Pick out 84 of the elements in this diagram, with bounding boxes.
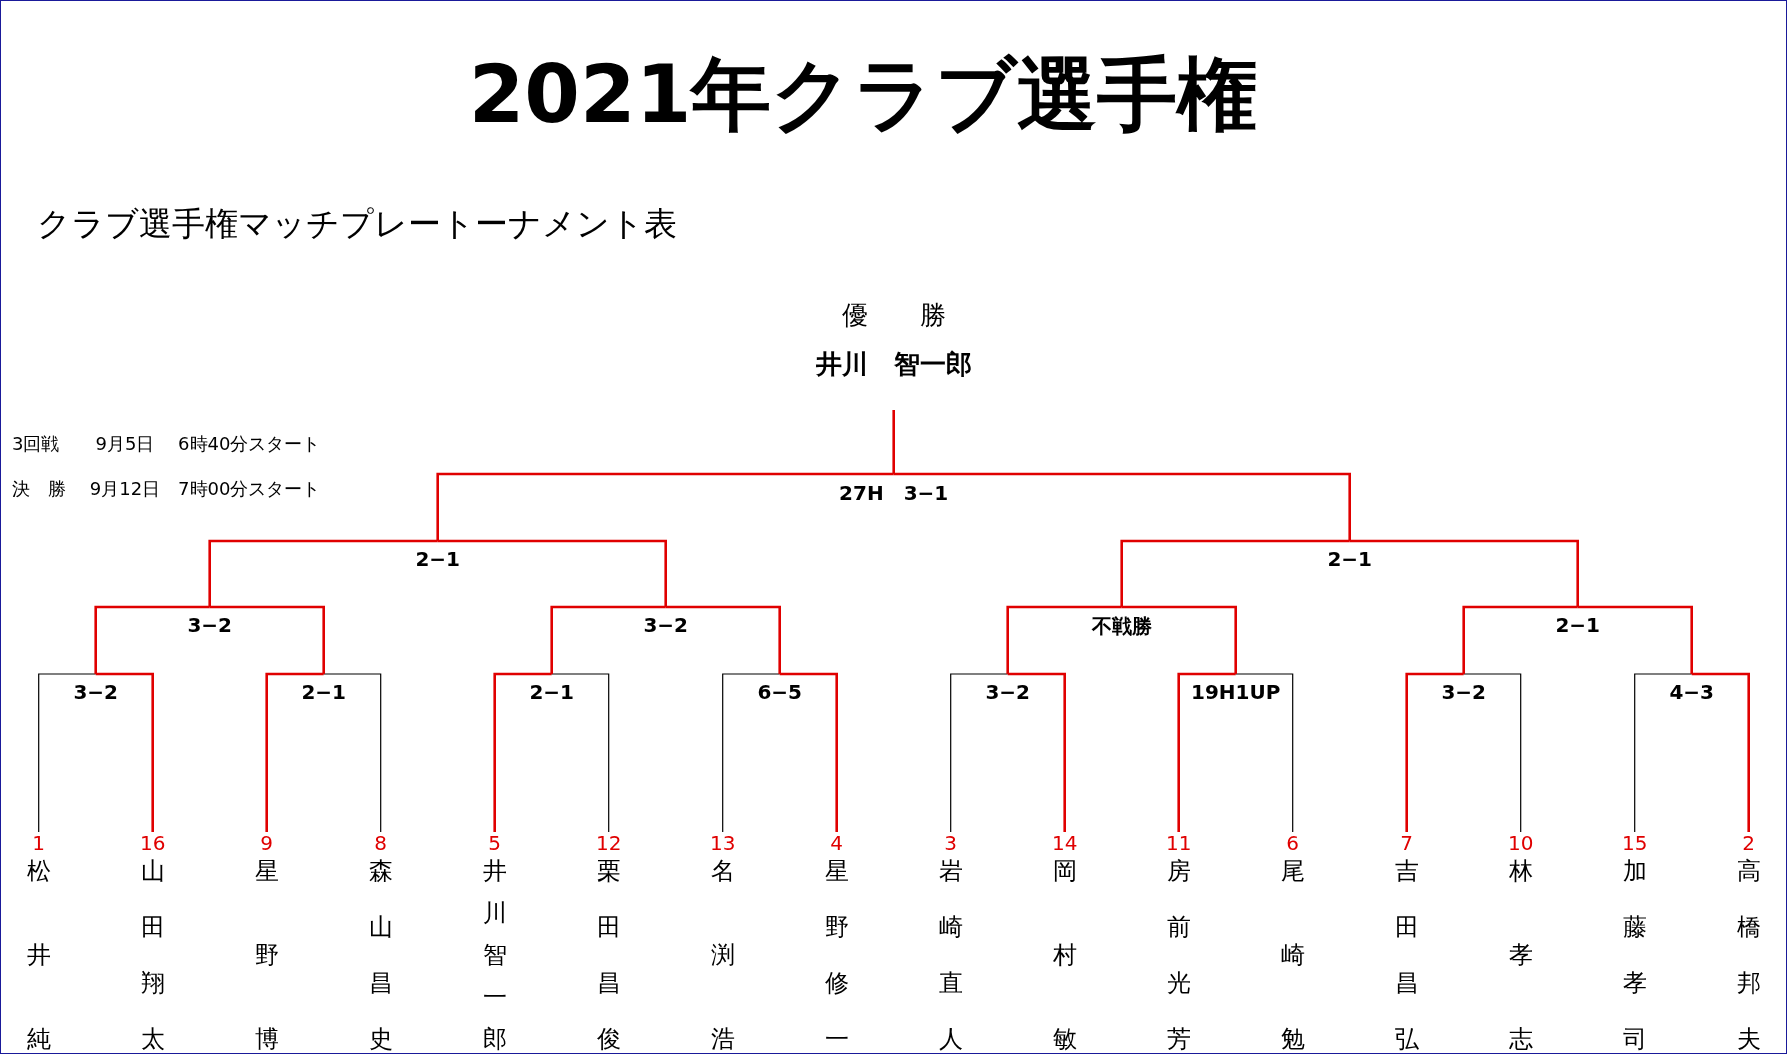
bracket-line	[1463, 673, 1522, 833]
player-name: 房前光芳	[1166, 856, 1191, 1054]
bracket-line	[493, 672, 552, 832]
seed-number: 3	[944, 832, 958, 854]
match-score: 2−1	[1517, 607, 1638, 641]
match-score: 3−2	[1403, 674, 1524, 708]
player-name: 松井純	[26, 856, 51, 1054]
player-name: 星野修一	[824, 856, 849, 1054]
match-score: 4−3	[1631, 674, 1752, 708]
bracket-line	[1462, 605, 1578, 674]
seed-number: 2	[1742, 832, 1756, 854]
bracket-line	[1006, 605, 1122, 674]
seed-number: 13	[709, 832, 736, 854]
player-name: 星野博	[254, 856, 279, 1054]
winner-name: 井川 智一郎	[814, 348, 973, 381]
bracket-line	[892, 408, 895, 474]
player-name: 吉田昌弘	[1394, 856, 1419, 1054]
bracket-line	[38, 673, 97, 833]
bracket-line	[436, 472, 894, 541]
match-score: 3−2	[35, 674, 156, 708]
player-name: 高橋邦夫	[1736, 856, 1761, 1054]
bracket-line	[1577, 605, 1693, 674]
match-score: 19H1UP	[1175, 674, 1296, 708]
bracket-line	[950, 673, 1009, 833]
player-name: 岡村敏	[1052, 856, 1077, 1054]
player-name: 岩崎直人	[938, 856, 963, 1054]
bracket-line	[1691, 672, 1750, 832]
match-score: 3−2	[947, 674, 1068, 708]
match-score: 2−1	[1289, 541, 1410, 575]
bracket-line	[1405, 672, 1464, 832]
match-score: 6−5	[719, 674, 840, 708]
bracket-line	[1634, 673, 1693, 833]
player-name: 井川智一郎	[482, 856, 507, 1054]
subtitle: クラブ選手権マッチプレートーナメント表	[37, 203, 677, 245]
bracket-line	[550, 605, 666, 674]
bracket-line	[779, 672, 838, 832]
match-score: 2−1	[377, 541, 498, 575]
bracket-line	[1349, 539, 1579, 607]
seed-number: 1	[32, 832, 46, 854]
player-name: 森山昌史	[368, 856, 393, 1054]
bracket-line	[437, 539, 667, 607]
seed-number: 15	[1621, 832, 1648, 854]
player-name: 山田翔太	[140, 856, 165, 1054]
match-score: 不戦勝	[1061, 607, 1182, 641]
seed-number: 4	[830, 832, 844, 854]
match-score: 2−1	[491, 674, 612, 708]
match-score: 27H 3−1	[833, 474, 954, 508]
match-score: 3−2	[605, 607, 726, 641]
player-name: 栗田昌俊	[596, 856, 621, 1054]
bracket-line	[893, 472, 1351, 541]
bracket-line	[722, 673, 781, 833]
bracket-line	[323, 673, 382, 833]
match-score: 3−2	[149, 607, 270, 641]
bracket-line	[1007, 672, 1066, 832]
title: 2021年クラブ選手権	[467, 47, 1259, 143]
bracket-line	[1235, 673, 1294, 833]
bracket-line	[665, 605, 781, 674]
seed-number: 5	[488, 832, 502, 854]
bracket-line	[1121, 605, 1237, 674]
bracket-line	[209, 605, 325, 674]
seed-number: 14	[1051, 832, 1078, 854]
bracket-line	[208, 539, 438, 607]
player-name: 名渕浩	[710, 856, 735, 1054]
winner-heading: 優 勝	[840, 299, 947, 332]
bracket-line	[95, 672, 154, 832]
player-name: 尾崎勉	[1280, 856, 1305, 1054]
player-name: 林孝志	[1508, 856, 1533, 1054]
seed-number: 12	[595, 832, 622, 854]
seed-number: 8	[374, 832, 388, 854]
bracket-line	[1120, 539, 1350, 607]
bracket-line	[265, 672, 324, 832]
match-score: 2−1	[263, 674, 384, 708]
bracket-line	[94, 605, 210, 674]
seed-number: 10	[1507, 832, 1534, 854]
player-name: 加藤孝司	[1622, 856, 1647, 1054]
bracket-line	[551, 673, 610, 833]
seed-number: 16	[139, 832, 166, 854]
seed-number: 9	[260, 832, 274, 854]
seed-number: 7	[1400, 832, 1414, 854]
bracket-line	[1177, 672, 1236, 832]
seed-number: 6	[1286, 832, 1300, 854]
seed-number: 11	[1165, 832, 1192, 854]
schedule-note: 決 勝 9月12日 7時00分スタート	[12, 477, 321, 501]
schedule-note: 3回戦 9月5日 6時40分スタート	[12, 432, 321, 456]
